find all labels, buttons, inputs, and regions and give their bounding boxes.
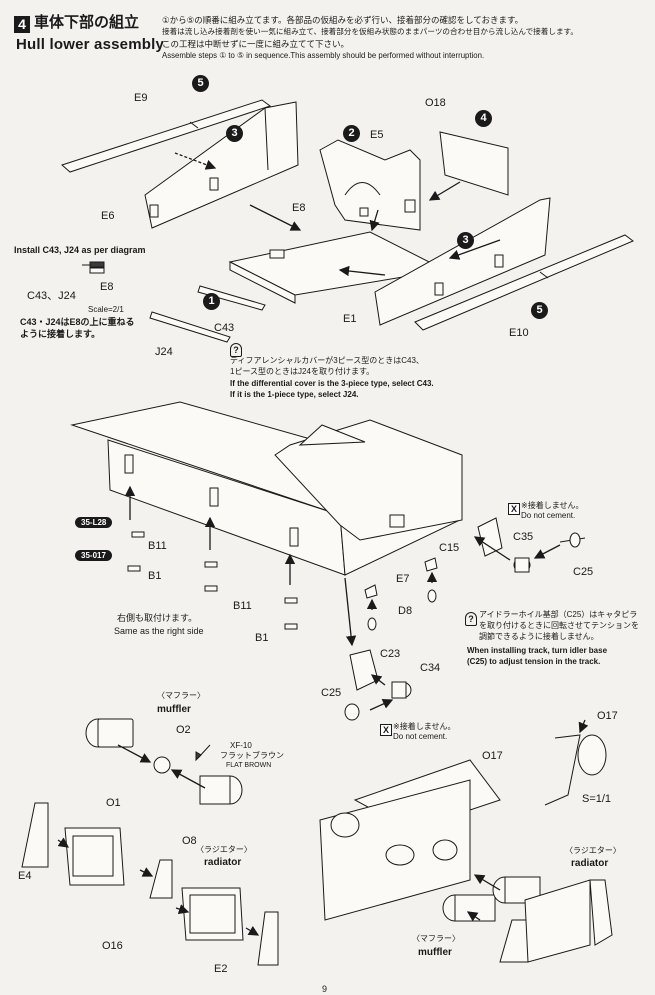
no-cement-icon-b: X [380, 724, 392, 736]
part-label-c43-j24: C43、J24 [27, 290, 76, 302]
step-marker-5a: 5 [192, 75, 209, 92]
part-label-o17-detail: O17 [597, 710, 618, 722]
part-label-d8: D8 [398, 605, 413, 617]
part-label-e5: E5 [370, 129, 384, 141]
right-side-note-en: Same as the right side [114, 626, 204, 636]
instruction-jp-line1: ①から⑤の順番に組み立てます。各部品の仮組みを必ず行い、接着部分の確認をしておき… [162, 15, 524, 25]
right-side-note-jp: 右側も取付けます。 [117, 613, 198, 623]
muffler-label-jp-b: 〈マフラー〉 [412, 934, 460, 943]
scale-2-1-label: Scale=2/1 [88, 305, 124, 314]
part-label-c35: C35 [513, 531, 534, 543]
no-cement-jp-b: ※接着しません。 [393, 722, 456, 731]
part-label-e2: E2 [214, 963, 228, 975]
step-marker-2: 2 [343, 125, 360, 142]
step-marker-5b: 5 [531, 302, 548, 319]
reference-badge-35-l28: 35-L28 [75, 517, 113, 528]
page-number: 9 [322, 984, 328, 994]
part-label-b1-b: B1 [255, 632, 269, 644]
section-title-en: Hull lower assembly [16, 36, 165, 53]
no-cement-jp-a: ※接着しません。 [521, 501, 584, 510]
top-exploded-diagram [61, 99, 634, 343]
part-label-e4: E4 [18, 870, 32, 882]
step-marker-3b: 3 [457, 232, 474, 249]
instruction-jp-line2: 接着は流し込み接着剤を使い一気に組み立て、接着部分を仮組み状態のままパーツの合わ… [162, 27, 578, 36]
idler-note-jp-2: を取り付けるときに回転させてテンションを [479, 621, 639, 630]
part-label-c25-a: C25 [573, 566, 594, 578]
part-label-e1: E1 [343, 313, 357, 325]
idler-note-en-1: When installing track, turn idler base [467, 646, 608, 655]
bottom-muffler-radiator-diagram [21, 718, 613, 966]
instruction-en-line1: Assemble steps ① to ⑤ in sequence.This a… [162, 51, 485, 60]
paint-name-en: FLAT BROWN [226, 762, 272, 769]
radiator-label-en-b: radiator [571, 858, 609, 869]
part-label-b11-b: B11 [233, 600, 252, 612]
part-label-b11-a: B11 [148, 540, 167, 552]
muffler-label-en-b: muffler [418, 947, 452, 958]
part-label-e6: E6 [101, 210, 115, 222]
radiator-label-jp-b: 〈ラジエター〉 [565, 846, 621, 855]
question-icon: ? [230, 343, 242, 357]
radiator-label-en-a: radiator [204, 857, 242, 868]
muffler-label-jp-a: 〈マフラー〉 [157, 691, 205, 700]
paint-name-jp: フラットブラウン [220, 751, 284, 760]
idler-note-jp-3: 調節できるように接着しません。 [479, 632, 599, 641]
c43-note-jp-1: C43・J24はE8の上に重ねる [20, 317, 135, 327]
part-label-e9: E9 [134, 92, 148, 104]
diff-note-jp-2: 1ピース型のときはJ24を取り付けます。 [230, 367, 375, 376]
part-label-e8: E8 [292, 202, 306, 214]
instruction-jp-line3: この工程は中断せずに一度に組み立てて下さい。 [162, 39, 350, 49]
step-marker-4: 4 [475, 110, 492, 127]
part-label-c25-b: C25 [321, 687, 342, 699]
paint-code: XF-10 [230, 741, 252, 750]
idler-note-en-2: (C25) to adjust tension in the track. [467, 657, 601, 666]
part-label-o17: O17 [482, 750, 503, 762]
scale-1-1-label: S=1/1 [582, 793, 612, 805]
muffler-label-en-a: muffler [157, 704, 191, 715]
diff-note-jp-1: ディフアレンシャルカバーが3ピース型のときはC43、 [230, 356, 424, 365]
part-label-c15: C15 [439, 542, 460, 554]
part-label-b1-a: B1 [148, 570, 162, 582]
no-cement-en-a: Do not cement. [521, 511, 576, 520]
part-label-o2: O2 [176, 724, 191, 736]
idler-note-jp-1: アイドラーホイル基部（C25）はキャタピラ [479, 610, 638, 619]
radiator-label-jp-a: 〈ラジエター〉 [196, 845, 252, 854]
c43-note-jp-2: ように接着します。 [20, 329, 101, 339]
part-label-o1: O1 [106, 797, 121, 809]
part-label-e10: E10 [509, 327, 529, 339]
diff-note-en-1: If the differential cover is the 3-piece… [230, 379, 434, 388]
part-label-c23: C23 [380, 648, 401, 660]
reference-badge-35-017: 35-017 [75, 550, 112, 561]
part-label-o16: O16 [102, 940, 123, 952]
step-marker-3a: 3 [226, 125, 243, 142]
part-label-o18: O18 [425, 97, 446, 109]
part-label-e8-detail: E8 [100, 281, 114, 293]
question-icon-idler: ? [465, 612, 477, 626]
no-cement-icon-a: X [508, 503, 520, 515]
diff-note-en-2: If it is the 1-piece type, select J24. [230, 390, 359, 399]
install-c43-note: Install C43, J24 as per diagram [14, 245, 146, 255]
part-label-c43: C43 [214, 322, 235, 334]
part-label-j24: J24 [155, 346, 173, 358]
no-cement-en-b: Do not cement. [393, 732, 448, 741]
section-title-jp: 車体下部の組立 [34, 14, 140, 31]
middle-hull-diagram [70, 401, 586, 721]
part-label-o8: O8 [182, 835, 197, 847]
step-number-badge: 4 [14, 16, 30, 33]
part-label-e7: E7 [396, 573, 410, 585]
part-label-c34: C34 [420, 662, 441, 674]
step-marker-1: 1 [203, 293, 220, 310]
